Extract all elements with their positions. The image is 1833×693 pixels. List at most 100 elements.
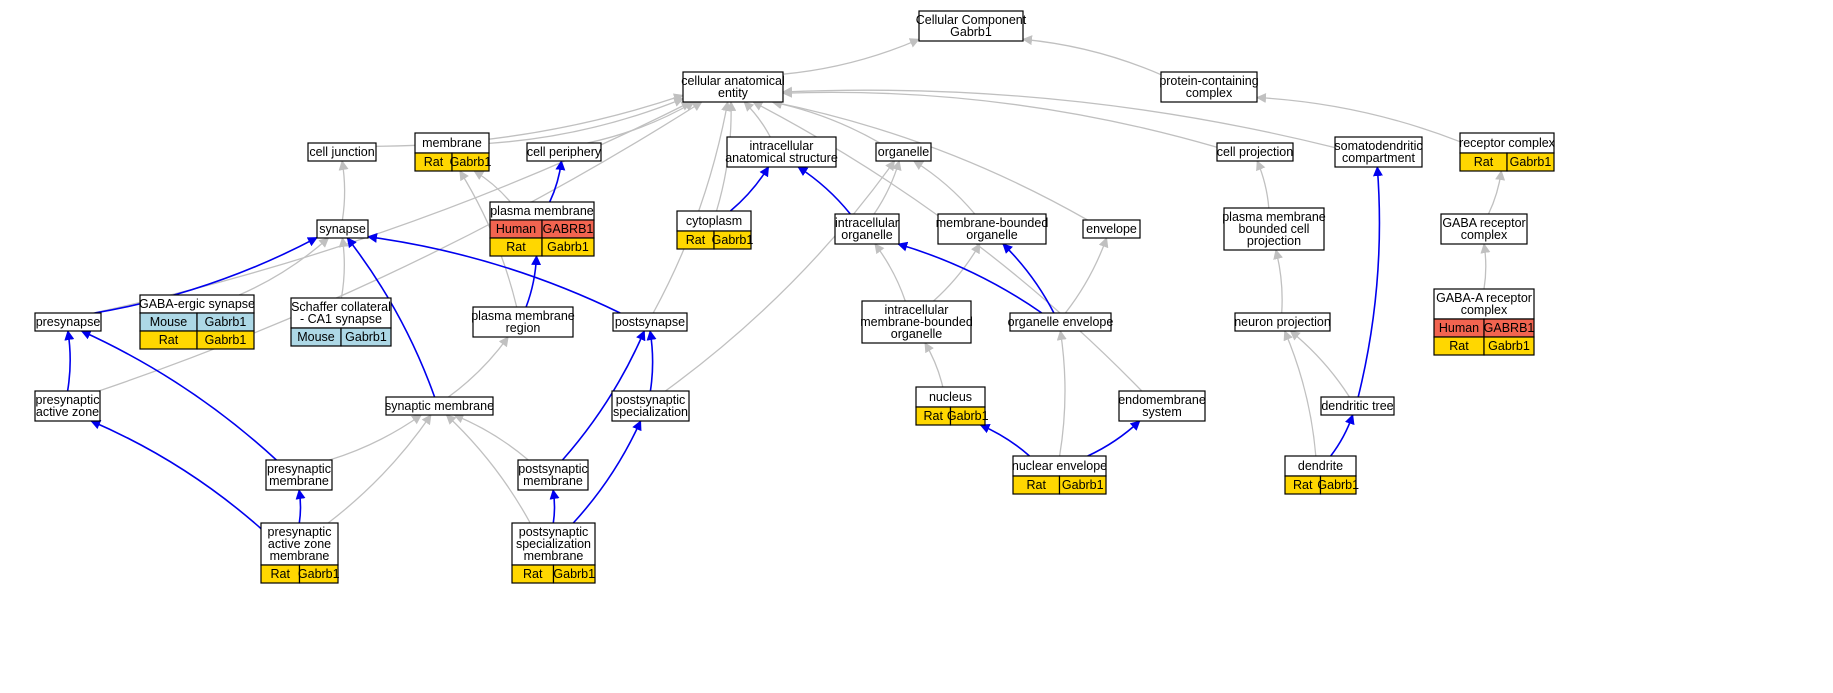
annotation-gene: Gabrb1	[450, 155, 492, 169]
node-synmem[interactable]: synaptic membrane	[385, 396, 494, 416]
node-cp[interactable]: cell periphery	[526, 142, 602, 162]
edge-presynmem-to-synmem	[329, 414, 423, 461]
annotation-species: Rat	[1293, 478, 1313, 492]
node-label: postsynaptic	[518, 462, 587, 476]
node-label: cell periphery	[527, 145, 602, 159]
node-label: specialization	[516, 537, 591, 551]
node-label: membrane-bounded	[936, 216, 1049, 230]
node-label: GABA-ergic synapse	[139, 297, 255, 311]
node-label: neuron projection	[1234, 315, 1331, 329]
node-label: presynapse	[36, 315, 101, 329]
node-box	[307, 142, 377, 162]
node-label: membrane	[523, 474, 583, 488]
node-label: membrane	[422, 136, 482, 150]
edge-np-to-pmbcp	[1273, 249, 1283, 314]
annotation-species: Rat	[686, 233, 706, 247]
annotation-species: Rat	[271, 567, 291, 581]
edge-env-to-cae	[772, 98, 1088, 221]
annotation-gene: Gabrb1	[1488, 339, 1530, 353]
edge-pmbcp-to-cproj	[1256, 160, 1270, 209]
edge-nuc-to-imbo	[924, 342, 944, 388]
node-postsyn[interactable]: postsynapse	[612, 312, 688, 332]
node-orgenv[interactable]: organelle envelope	[1008, 312, 1114, 332]
annotation-gene-cell	[196, 330, 255, 350]
node-label: plasma membrane	[1222, 210, 1326, 224]
node-label: membrane	[269, 474, 329, 488]
edge-postsynmem-to-synmem	[453, 413, 529, 461]
edge-io-to-ias	[797, 166, 851, 215]
node-label: intracellular	[835, 216, 899, 230]
node-cproj[interactable]: cell projection	[1216, 142, 1294, 162]
edge-paz-to-cae	[98, 101, 703, 392]
annotation-gene-cell	[340, 327, 392, 347]
node-label: complex	[1461, 228, 1508, 242]
node-label: postsynapse	[615, 315, 685, 329]
node-label: plasma membrane	[490, 204, 594, 218]
annotation-gene: Gabrb1	[947, 409, 989, 423]
annotation-gene: Gabrb1	[345, 330, 387, 344]
node-label: Gabrb1	[950, 25, 992, 39]
node-label: presynaptic	[36, 393, 100, 407]
edge-pssm-to-postsynmem	[549, 489, 560, 524]
node-dt[interactable]: dendritic tree	[1320, 396, 1395, 416]
node-np[interactable]: neuron projection	[1234, 312, 1331, 332]
annotation-gene-cell	[949, 406, 986, 426]
edge-presynmem-to-presyn	[80, 330, 277, 461]
edge-pazm-to-presynmem	[295, 489, 306, 524]
node-label: specialization	[613, 405, 688, 419]
annotation-gene-cell	[1506, 152, 1555, 172]
edge-imbo-to-mbo	[933, 243, 981, 302]
node-box	[1433, 288, 1535, 320]
node-box	[875, 142, 932, 162]
node-env[interactable]: envelope	[1082, 219, 1141, 239]
node-org[interactable]: organelle	[875, 142, 932, 162]
edge-mbo-to-org	[912, 160, 976, 215]
edge-pss-to-postsyn	[646, 330, 657, 392]
annotation-species: Human	[1439, 321, 1479, 335]
edge-schaffer-to-syn	[338, 237, 349, 299]
annotation-species: Mouse	[297, 330, 335, 344]
node-label: active zone	[36, 405, 99, 419]
edge-rc-to-pcc	[1256, 93, 1461, 143]
edge-orgenv-to-io	[897, 241, 1043, 314]
node-box	[682, 71, 784, 103]
node-syn[interactable]: synapse	[316, 219, 369, 239]
node-label: anatomical structure	[725, 151, 838, 165]
node-presyn[interactable]: presynapse	[34, 312, 102, 332]
node-cj[interactable]: cell junction	[307, 142, 377, 162]
edge-paz-to-presyn	[64, 330, 75, 392]
annotation-gene: Gabrb1	[1317, 478, 1359, 492]
node-label: membrane	[524, 549, 584, 563]
edge-pazm-to-synmem	[327, 414, 432, 524]
node-box	[526, 142, 602, 162]
node-label: complex	[1186, 86, 1233, 100]
